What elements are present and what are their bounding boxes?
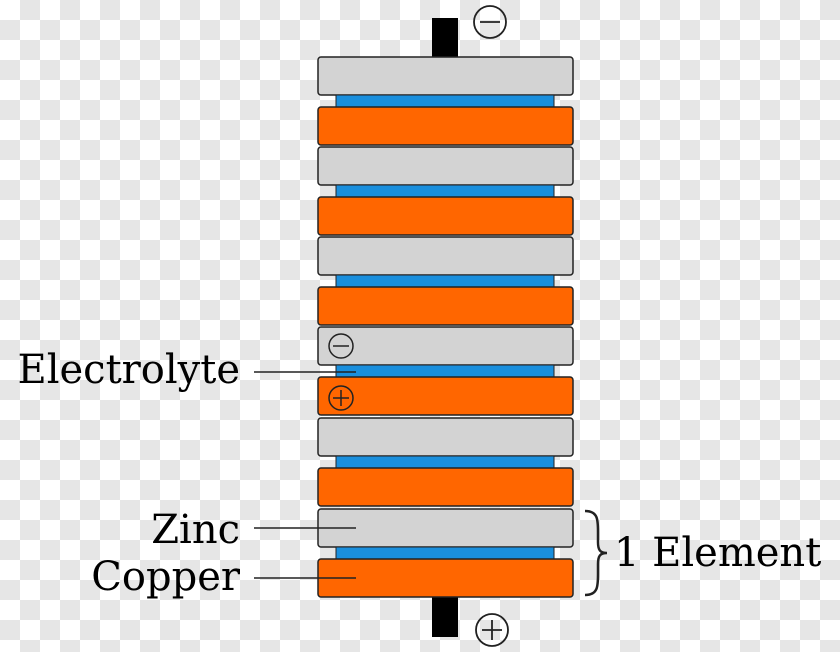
pile-stack xyxy=(317,56,574,598)
zinc-disc xyxy=(317,417,574,457)
copper-disc xyxy=(317,376,574,416)
electrolyte-layer xyxy=(335,364,555,378)
electrolyte-layer xyxy=(335,546,555,560)
copper-disc xyxy=(317,467,574,507)
electrolyte-label: Electrolyte xyxy=(18,347,240,393)
bottom-terminal-rod xyxy=(432,597,458,637)
zinc-disc xyxy=(317,508,574,548)
zinc-disc xyxy=(317,56,574,96)
zinc-disc xyxy=(317,236,574,276)
zinc-label: Zinc xyxy=(151,507,240,553)
copper-label: Copper xyxy=(91,554,241,600)
copper-disc xyxy=(317,106,574,146)
positive-terminal-icon xyxy=(475,613,509,647)
element-brace xyxy=(584,509,608,597)
copper-disc xyxy=(317,558,574,598)
negative-terminal-icon xyxy=(473,5,507,39)
zinc-negative-icon xyxy=(328,333,354,359)
top-terminal-rod xyxy=(432,18,458,58)
copper-positive-icon xyxy=(328,385,354,411)
copper-disc xyxy=(317,196,574,236)
copper-disc xyxy=(317,286,574,326)
electrolyte-layer xyxy=(335,455,555,469)
electrolyte-layer xyxy=(335,274,555,288)
electrolyte-layer xyxy=(335,94,555,108)
zinc-disc xyxy=(317,146,574,186)
zinc-disc xyxy=(317,326,574,366)
electrolyte-layer xyxy=(335,184,555,198)
element-label: 1 Element xyxy=(614,530,821,576)
